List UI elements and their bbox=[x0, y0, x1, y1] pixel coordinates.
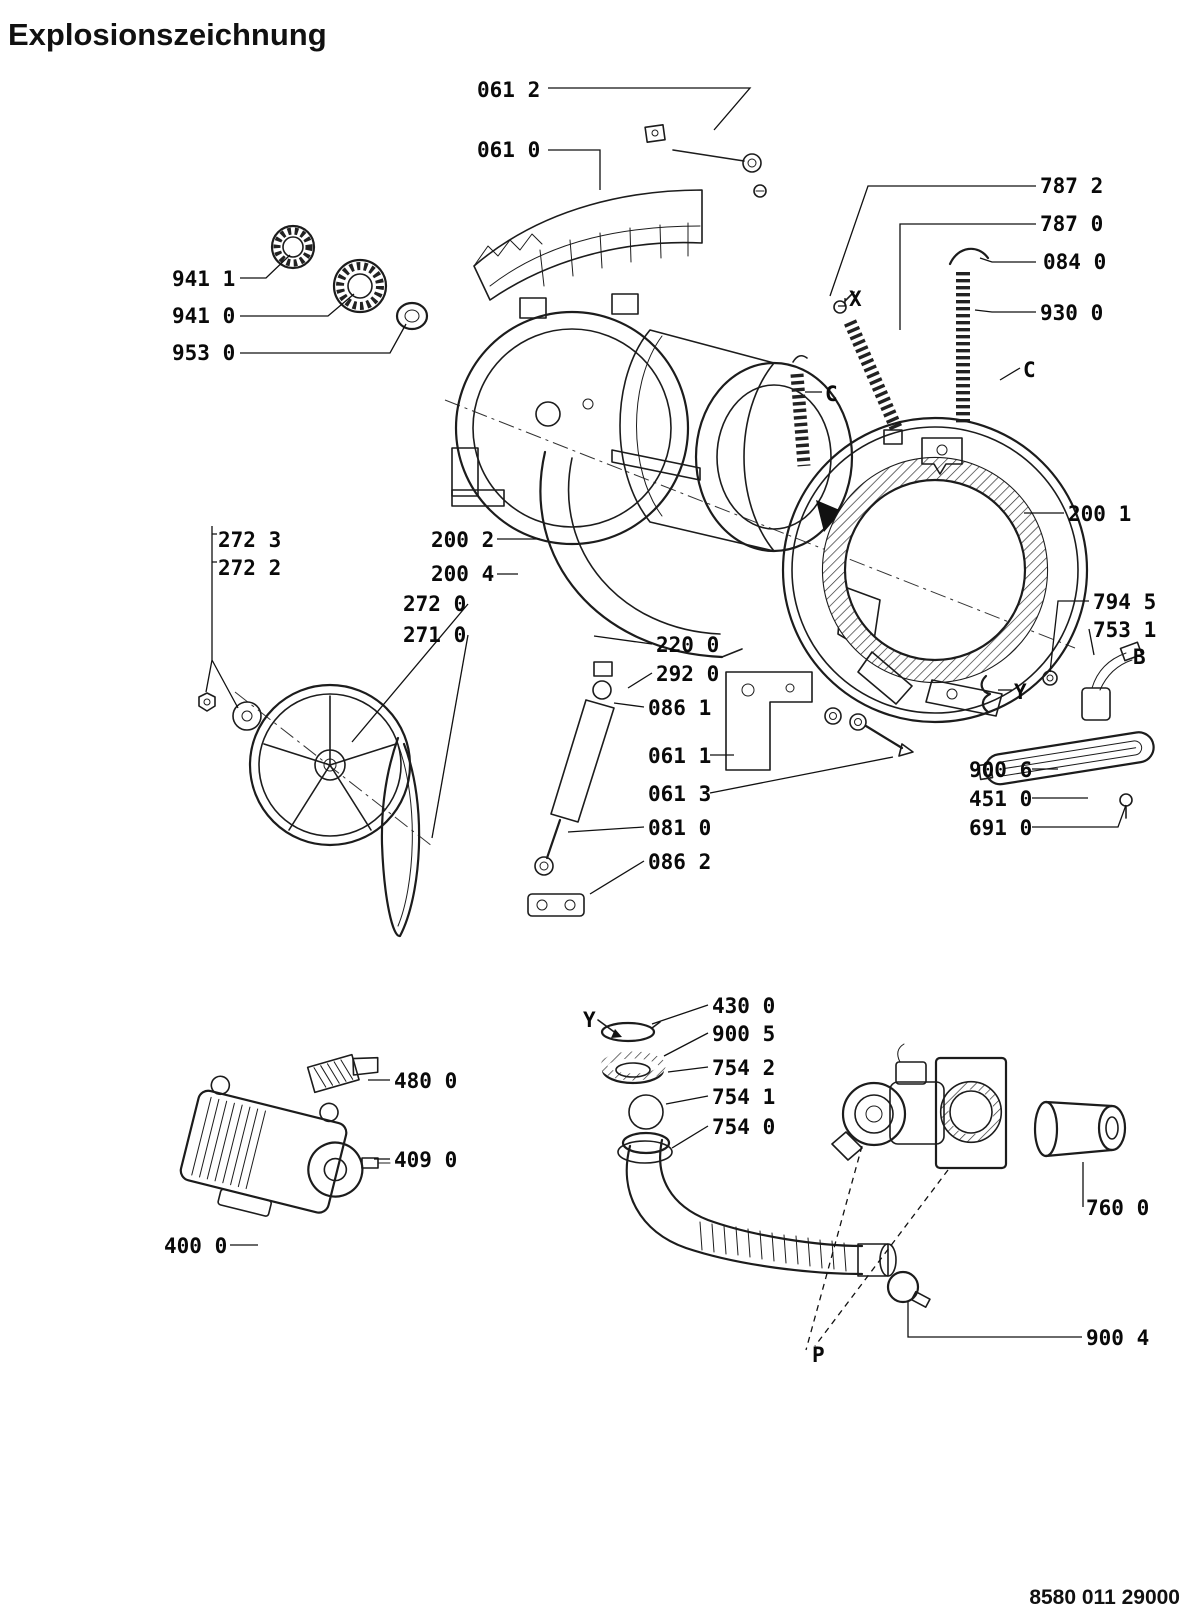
top-fastener-kit bbox=[644, 124, 767, 198]
hose-clamp-900 bbox=[886, 1270, 931, 1308]
heater-element bbox=[977, 731, 1155, 819]
bearing-small bbox=[270, 224, 316, 270]
rear-tub-half bbox=[451, 293, 690, 546]
top-counterweight bbox=[473, 189, 703, 301]
bearing-large bbox=[332, 258, 388, 314]
direction-arrow bbox=[816, 500, 842, 532]
carbon-brush bbox=[361, 1157, 391, 1169]
motor bbox=[179, 1075, 364, 1217]
suspension-springs bbox=[790, 247, 990, 467]
leader-lines bbox=[205, 87, 1127, 1338]
document-code: 8580 011 29000 bbox=[1029, 1586, 1180, 1609]
hose-clamp-430 bbox=[600, 1021, 661, 1043]
drain-pump bbox=[831, 1043, 1008, 1170]
front-tub-half bbox=[781, 416, 1089, 724]
valve-ball bbox=[628, 1094, 664, 1130]
mounting-plate bbox=[725, 671, 813, 771]
filter-ring bbox=[600, 1051, 666, 1085]
shock-absorber bbox=[527, 661, 615, 917]
axis-centerlines bbox=[234, 399, 1076, 847]
drive-belt bbox=[380, 736, 421, 938]
shaft-seal bbox=[395, 301, 429, 331]
motor-connector bbox=[306, 1053, 379, 1094]
y-arrow-bottom bbox=[597, 1019, 622, 1038]
pulley bbox=[248, 683, 412, 847]
pulley-nut-washer bbox=[198, 692, 262, 731]
hose-stub bbox=[1033, 1100, 1127, 1158]
dashed-guides bbox=[805, 1145, 949, 1351]
hook-y-right bbox=[980, 674, 992, 714]
bolt-kit bbox=[824, 707, 914, 757]
drum bbox=[611, 329, 854, 553]
page-title: Explosionszeichnung bbox=[8, 16, 327, 52]
spring-hook-084 bbox=[948, 247, 990, 266]
thermostat bbox=[1042, 641, 1143, 721]
tub-seal-ring bbox=[539, 450, 743, 659]
drain-elbow-hose bbox=[617, 1131, 897, 1277]
